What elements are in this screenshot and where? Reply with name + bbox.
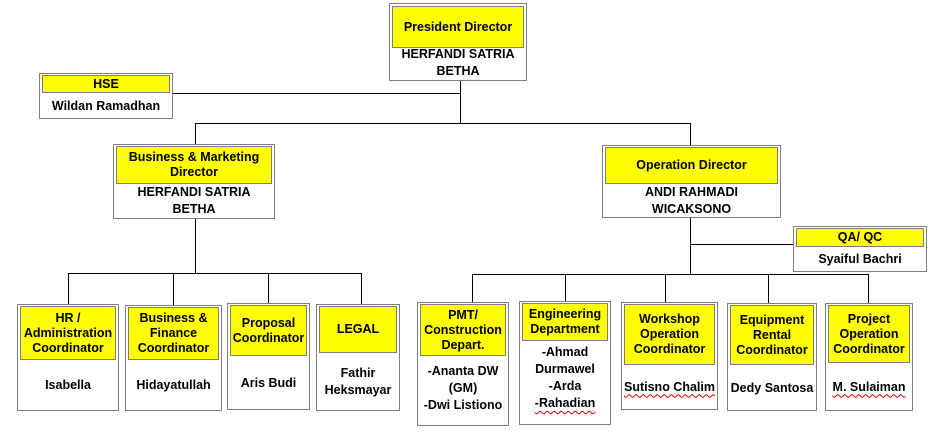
- workshop-coordinator-box: Workshop Operation Coordinator Sutisno C…: [621, 302, 718, 410]
- hse-name: Wildan Ramadhan: [51, 98, 161, 113]
- connector-to-pmt: [472, 274, 473, 303]
- pmt-name-2: (GM): [448, 380, 478, 395]
- engineering-name-3: -Arda: [548, 379, 582, 393]
- operation-director-title: Operation Director: [605, 147, 778, 184]
- operation-director-box: Operation Director ANDI RAHMADI WICAKSON…: [602, 145, 781, 218]
- legal-name: Fathir Heksmayar: [319, 355, 397, 409]
- project-coordinator-title: Project Operation Coordinator: [828, 305, 910, 363]
- president-director-title: President Director: [392, 6, 524, 48]
- engineering-name-4: -Rahadian: [534, 396, 596, 410]
- qa-qc-box: QA/ QC Syaiful Bachri: [793, 226, 927, 272]
- biz-finance-coordinator-name: Hidayatullah: [136, 378, 211, 392]
- legal-title: LEGAL: [319, 306, 397, 353]
- connector-to-operation-director: [690, 123, 691, 146]
- pmt-construction-title: PMT/ Construction Depart.: [420, 304, 506, 356]
- pmt-construction-box: PMT/ Construction Depart. -Ananta DW (GM…: [417, 302, 509, 426]
- connector-to-engineering: [565, 274, 566, 302]
- biz-finance-coordinator-box: Business & Finance Coordinator Hidayatul…: [125, 305, 222, 411]
- connector-operation-trunk: [690, 217, 691, 275]
- connector-to-business-director: [195, 123, 196, 145]
- equipment-coordinator-box: Equipment Rental Coordinator Dedy Santos…: [727, 303, 817, 411]
- qa-qc-title: QA/ QC: [796, 228, 924, 247]
- engineering-name-1: -Ahmad: [541, 345, 589, 359]
- workshop-coordinator-title: Workshop Operation Coordinator: [624, 304, 715, 365]
- connector-to-proposal: [268, 273, 269, 304]
- operation-director-name: ANDI RAHMADI WICAKSONO: [644, 185, 739, 216]
- legal-name-line: Fathir Heksmayar: [324, 366, 392, 397]
- connector-qa-qc: [690, 244, 794, 245]
- biz-finance-coordinator-title: Business & Finance Coordinator: [128, 307, 219, 360]
- pmt-construction-names: -Ananta DW (GM) -Dwi Listiono: [420, 358, 506, 418]
- proposal-coordinator-title: Proposal Coordinator: [230, 305, 307, 356]
- hr-coordinator-box: HR / Administration Coordinator Isabella: [17, 304, 119, 411]
- hr-coordinator-name: Isabella: [45, 378, 91, 392]
- project-coordinator-name: M. Sulaiman: [828, 365, 910, 409]
- connector-business-trunk: [195, 218, 196, 274]
- engineering-department-names: -Ahmad Durmawel -Arda -Rahadian: [522, 342, 608, 414]
- hr-coordinator-title: HR / Administration Coordinator: [20, 306, 116, 360]
- proposal-coordinator-name: Aris Budi: [240, 375, 297, 390]
- project-coordinator-box: Project Operation Coordinator M. Sulaima…: [825, 303, 913, 411]
- engineering-department-box: Engineering Department -Ahmad Durmawel -…: [519, 301, 611, 425]
- connector-to-biz-finance: [173, 273, 174, 306]
- connector-president-trunk: [460, 80, 461, 124]
- connector-directors-bar: [195, 123, 691, 124]
- equipment-coordinator-title: Equipment Rental Coordinator: [730, 305, 814, 365]
- connector-to-legal: [361, 273, 362, 305]
- business-director-title: Business & Marketing Director: [116, 146, 272, 184]
- connector-to-workshop: [665, 274, 666, 303]
- workshop-coordinator-name-text: Sutisno Chalim: [624, 379, 715, 394]
- connector-to-project: [868, 274, 869, 304]
- connector-hse: [173, 93, 461, 94]
- connector-business-bar: [68, 273, 362, 274]
- legal-box: LEGAL Fathir Heksmayar: [316, 304, 400, 411]
- project-coordinator-name-text: M. Sulaiman: [832, 379, 906, 394]
- connector-to-equipment: [768, 274, 769, 304]
- equipment-coordinator-name: Dedy Santosa: [730, 380, 814, 395]
- qa-qc-name: Syaiful Bachri: [818, 252, 902, 266]
- hse-box: HSE Wildan Ramadhan: [39, 73, 173, 119]
- proposal-coordinator-box: Proposal Coordinator Aris Budi: [227, 303, 310, 410]
- pmt-name-1: -Ananta DW: [427, 363, 499, 378]
- president-director-name: HERFANDI SATRIA BETHA: [401, 47, 515, 78]
- hse-title: HSE: [42, 75, 170, 93]
- president-director-box: President Director HERFANDI SATRIA BETHA: [389, 3, 527, 81]
- connector-to-hr: [68, 273, 69, 305]
- engineering-department-title: Engineering Department: [522, 303, 608, 341]
- connector-operation-bar: [472, 274, 869, 275]
- business-director-name: HERFANDI SATRIA BETHA: [137, 185, 251, 216]
- engineering-name-2: Durmawel: [535, 362, 595, 376]
- business-director-box: Business & Marketing Director HERFANDI S…: [113, 144, 275, 219]
- pmt-name-3: -Dwi Listiono: [423, 397, 503, 412]
- workshop-coordinator-name: Sutisno Chalim: [624, 366, 715, 408]
